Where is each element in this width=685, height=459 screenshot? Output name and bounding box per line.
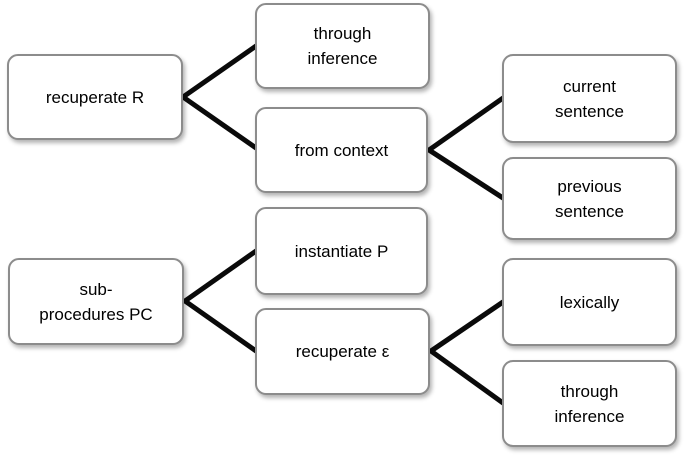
node-current-sentence: current sentence xyxy=(502,54,677,143)
edge-from-context-to-previous-sentence xyxy=(426,147,506,201)
node-label: sentence xyxy=(555,201,624,221)
node-label: through xyxy=(313,24,372,43)
edge-from-context-to-current-sentence xyxy=(426,95,506,153)
edge-sub-procedures-to-recuperate-epsilon xyxy=(182,298,259,354)
node-recuperate-epsilon: recuperate ε xyxy=(255,308,430,395)
node-label: instantiate P xyxy=(294,241,389,261)
node-label: recuperate ε xyxy=(295,342,390,361)
node-lexically: lexically xyxy=(502,258,677,346)
node-label: inference xyxy=(307,49,378,68)
edge-recuperate-epsilon-to-through-inference xyxy=(428,348,506,406)
edge-recuperate-epsilon-to-lexically xyxy=(428,299,506,354)
node-label: from context xyxy=(294,140,389,160)
node-label: sub- xyxy=(79,279,113,299)
edge-recuperate-r-to-from-context xyxy=(180,94,259,151)
node-instantiate-p: instantiate P xyxy=(255,207,428,295)
edge-recuperate-r-to-through-inference xyxy=(180,43,259,100)
node-previous-sentence: previous sentence xyxy=(502,157,677,240)
node-label: recuperate R xyxy=(45,87,145,107)
node-through-inference-top: through inference xyxy=(255,3,430,89)
node-from-context: from context xyxy=(255,107,428,193)
node-label: lexically xyxy=(559,292,620,312)
node-sub-procedures-pc: sub- procedures PC xyxy=(8,258,184,345)
node-through-inference-bottom: through inference xyxy=(502,360,677,447)
edge-sub-procedures-to-instantiate-p xyxy=(182,248,259,304)
node-label: inference xyxy=(554,406,625,426)
node-label: current xyxy=(563,76,616,96)
node-label: sentence xyxy=(555,101,624,121)
node-label: through xyxy=(560,381,619,401)
node-recuperate-r: recuperate R xyxy=(7,54,183,140)
node-label: procedures PC xyxy=(39,304,153,324)
node-label: previous xyxy=(557,176,622,196)
